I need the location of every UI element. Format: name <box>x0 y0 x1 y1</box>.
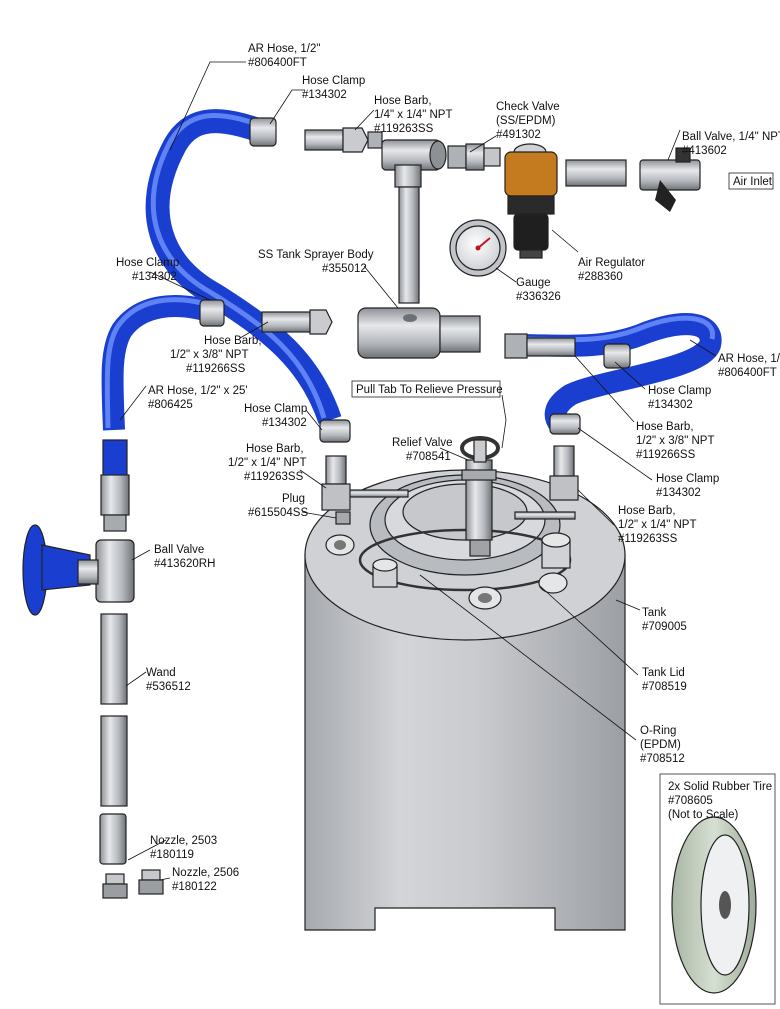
label-hose-clamp-left: Hose Clamp #134302 <box>116 257 182 283</box>
nozzle-body <box>99 813 127 865</box>
label-hose-clamp-top: Hose Clamp #134302 <box>302 75 368 101</box>
label-wand: Wand #536512 <box>146 667 191 693</box>
pull-tab-callout: Pull Tab To Relieve Pressure <box>351 380 503 398</box>
hose-clamp-right-low <box>549 413 581 435</box>
plug <box>335 511 351 525</box>
label-air-inlet: Air Inlet <box>733 176 773 188</box>
label-hose-clamp-right-top: Hose Clamp #134302 <box>648 385 714 411</box>
hose-barb-top <box>304 127 383 153</box>
label-sprayer-body: SS Tank Sprayer Body #355012 <box>258 249 377 275</box>
relief-valve <box>460 436 500 557</box>
label-check-valve: Check Valve (SS/EPDM) #491302 <box>496 101 563 141</box>
label-nozzle-2503: Nozzle, 2503 #180119 <box>150 835 220 861</box>
gauge-icon <box>449 219 507 277</box>
hose-crimp <box>100 474 130 532</box>
label-oring: O-Ring (EPDM) #708512 <box>640 725 685 765</box>
sprayer-body <box>357 307 481 359</box>
air-regulator <box>504 143 558 259</box>
label-hose-barb-right-low: Hose Barb, 1/2" x 1/4" NPT #119263SS <box>618 505 699 545</box>
ball-valve-quarter <box>639 147 701 212</box>
air-inlet-callout: Air Inlet <box>728 172 774 190</box>
label-hose-barb-right: Hose Barb, 1/2" x 3/8" NPT #119266SS <box>636 421 717 461</box>
ball-valve-rh <box>22 524 135 616</box>
label-pull-tab: Pull Tab To Relieve Pressure <box>356 384 503 396</box>
hose-clamp-right-top <box>603 343 631 369</box>
label-ar-hose-25: AR Hose, 1/2" x 25' #806425 <box>148 385 251 411</box>
nozzle-2506 <box>138 869 164 895</box>
hose-clamp-mid <box>319 419 351 443</box>
label-plug: Plug #615504SS <box>248 493 308 519</box>
label-hose-clamp-mid: Hose Clamp #134302 <box>244 403 310 429</box>
hose-barb-mid-left <box>261 309 333 335</box>
nozzle-2503 <box>102 873 128 899</box>
hose-clamp-left <box>199 299 225 327</box>
sprayer-tee <box>381 139 447 304</box>
label-tank-lid: Tank Lid #708519 <box>642 667 688 693</box>
label-relief-valve: Relief Valve #708541 <box>392 437 456 463</box>
label-hose-barb-mid-left: Hose Barb, 1/2" x 3/8" NPT #119266SS <box>170 335 265 375</box>
hose-barb-lower-left <box>321 455 351 511</box>
label-hose-barb-lower-left: Hose Barb, 1/2" x 1/4" NPT #119263SS <box>228 443 309 483</box>
nipple-quarter <box>565 159 627 187</box>
ar-hose-top <box>145 109 342 424</box>
label-ball-valve-quarter: Ball Valve, 1/4" NPT #413602 <box>682 131 780 157</box>
label-gauge: Gauge #336326 <box>516 277 561 303</box>
label-hose-clamp-right-low: Hose Clamp #134302 <box>656 473 722 499</box>
tire-inset <box>659 773 776 1005</box>
hose-barb-right-low <box>549 445 579 501</box>
leader-lines <box>119 61 717 881</box>
wand <box>100 613 128 807</box>
label-ar-hose-top: AR Hose, 1/2" #806400FT <box>248 43 324 69</box>
label-ball-valve-rh: Ball Valve #413620RH <box>154 544 215 570</box>
label-tank: Tank #709005 <box>642 607 687 633</box>
hose-clamp-top <box>249 117 277 147</box>
hose-barb-right <box>504 333 576 359</box>
ar-hose-25 <box>101 295 219 481</box>
label-nozzle-2506: Nozzle, 2506 #180122 <box>172 867 242 893</box>
tank-fittings <box>325 489 576 610</box>
check-valve <box>447 143 501 171</box>
label-ar-hose-right: AR Hose, 1/2 #806400FT <box>718 353 780 379</box>
label-hose-barb-top: Hose Barb, 1/4" x 1/4" NPT #119263SS <box>374 95 455 135</box>
label-tire: 2x Solid Rubber Tire #708605 (Not to Sca… <box>668 781 775 821</box>
label-air-regulator: Air Regulator #288360 <box>578 257 648 283</box>
